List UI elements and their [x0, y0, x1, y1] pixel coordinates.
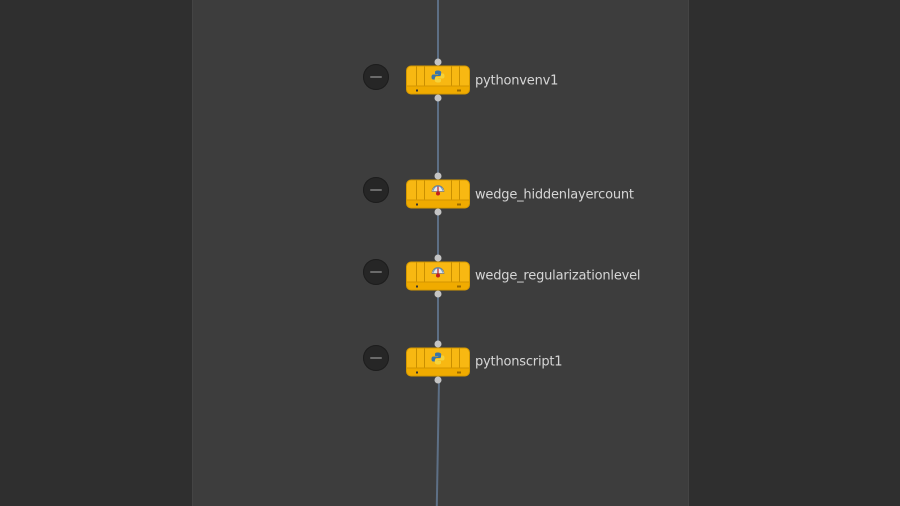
input-port[interactable] [434, 58, 441, 66]
wire-3-4 [437, 294, 439, 344]
node-label[interactable]: wedge_regularizationlevel [475, 268, 641, 284]
node-label[interactable]: pythonscript1 [475, 354, 563, 370]
output-port[interactable] [434, 94, 441, 102]
wedge-gauge-icon [431, 267, 445, 278]
node-label[interactable]: wedge_hiddenlayercount [475, 187, 634, 203]
bypass-toggle[interactable] [363, 64, 389, 90]
output-port[interactable] [434, 376, 441, 384]
node-body[interactable] [407, 262, 469, 290]
wire-1-2 [437, 98, 439, 176]
node-body[interactable] [407, 348, 469, 376]
wire-2-3 [437, 212, 439, 258]
python-icon [431, 352, 445, 365]
node-body[interactable] [407, 180, 469, 208]
output-port[interactable] [434, 290, 441, 298]
input-port[interactable] [434, 340, 441, 348]
node-label[interactable]: pythonvenv1 [475, 73, 559, 89]
right-panel [689, 0, 900, 506]
wire-top-in [437, 0, 439, 62]
output-port[interactable] [434, 208, 441, 216]
input-port[interactable] [434, 254, 441, 262]
input-port[interactable] [434, 172, 441, 180]
left-panel [0, 0, 192, 506]
bypass-toggle[interactable] [363, 177, 389, 203]
bypass-toggle[interactable] [363, 259, 389, 285]
node-body[interactable] [407, 66, 469, 94]
python-icon [431, 70, 445, 83]
bypass-toggle[interactable] [363, 345, 389, 371]
wedge-gauge-icon [431, 185, 445, 196]
